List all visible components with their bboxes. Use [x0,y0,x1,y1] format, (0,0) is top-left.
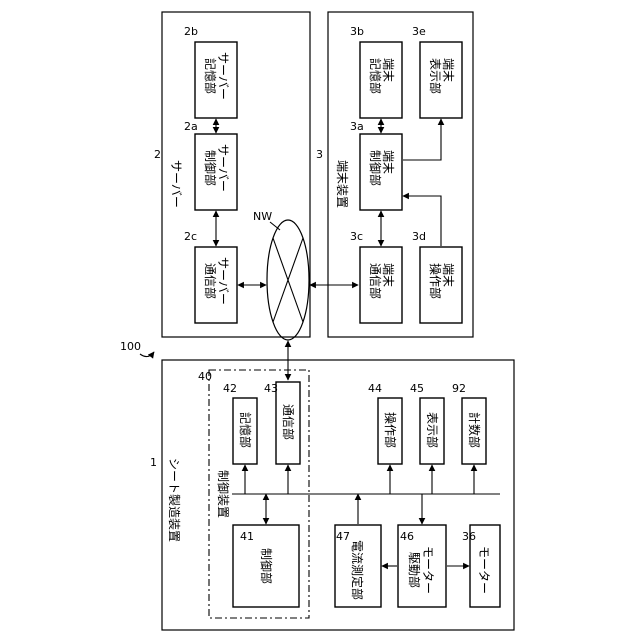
terminal-storage-ref: 3b [350,25,364,38]
server-control-line2: 制御部 [203,150,218,186]
terminal-comm-line1: 端末 [381,263,395,287]
terminal-group: 3 端末装置 3b 端末 記憶部 3e 端末 表示部 3a 端末 制御部 3c … [316,12,473,337]
machine-motor-ref: 36 [462,530,476,543]
machine-storage-ref: 42 [223,382,237,395]
machine-comm-ref: 43 [264,382,278,395]
terminal-comm-ref: 3c [350,230,363,243]
server-storage-ref: 2b [184,25,198,38]
machine-group: 1 シート製造装置 40 制御装置 42 記憶部 43 通信部 41 制御部 4… [150,360,514,630]
server-label: サーバー [169,160,183,208]
server-comm-ref: 2c [184,230,197,243]
network-group: NW [238,210,358,380]
terminal-operation-line2: 操作部 [428,263,443,299]
network-ref: NW [253,210,272,223]
machine-display-ref: 45 [410,382,424,395]
server-comm-line1: サーバー [216,257,230,305]
terminal-operation-ref: 3d [412,230,426,243]
server-storage-line1: サーバー [216,52,230,100]
server-storage-line2: 記憶部 [203,58,218,94]
server-comm-line2: 通信部 [203,263,218,299]
server-control-ref: 2a [184,120,198,133]
terminal-control-ref: 3a [350,120,364,133]
terminal-control-line1: 端末 [381,150,395,174]
machine-ref: 1 [150,456,157,469]
server-ref: 2 [154,148,161,161]
machine-display-label: 表示部 [425,412,440,448]
machine-control-ref: 41 [240,530,254,543]
system-ref-leader [140,352,154,357]
terminal-display-ref: 3e [412,25,426,38]
terminal-operation-line1: 端末 [441,263,455,287]
machine-current-label: 電流測定部 [350,540,365,600]
machine-driver-line1: モーター [421,546,435,594]
terminal-display-line1: 端末 [441,58,455,82]
machine-operation-ref: 44 [368,382,382,395]
machine-control-label: 制御部 [259,548,274,584]
machine-motor-label: モーター [477,546,491,594]
machine-comm-label: 通信部 [281,404,296,440]
machine-operation-label: 操作部 [383,412,398,448]
terminal-storage-line1: 端末 [381,58,395,82]
system-ref: 100 [120,340,141,353]
terminal-storage-line2: 記憶部 [368,58,383,94]
machine-storage-label: 記憶部 [238,412,253,448]
terminal-control-line2: 制御部 [368,150,383,186]
server-control-line1: サーバー [216,144,230,192]
machine-driver-line2: 駆動部 [407,552,422,588]
terminal-ref: 3 [316,148,323,161]
server-group: 2 サーバー 2b サーバー 記憶部 2a サーバー 制御部 2c サーバー 通… [154,12,310,337]
machine-label: シート製造装置 [167,458,181,542]
machine-driver-ref: 46 [400,530,414,543]
terminal-label: 端末装置 [335,160,349,208]
terminal-comm-line2: 通信部 [368,263,383,299]
machine-counter-ref: 92 [452,382,466,395]
machine-current-ref: 47 [336,530,350,543]
controller-ref: 40 [198,370,212,383]
terminal-display-line2: 表示部 [428,58,443,94]
controller-label: 制御装置 [216,470,231,518]
machine-counter-label: 計数部 [467,412,482,448]
terminal-arrow-control-display [403,119,441,160]
